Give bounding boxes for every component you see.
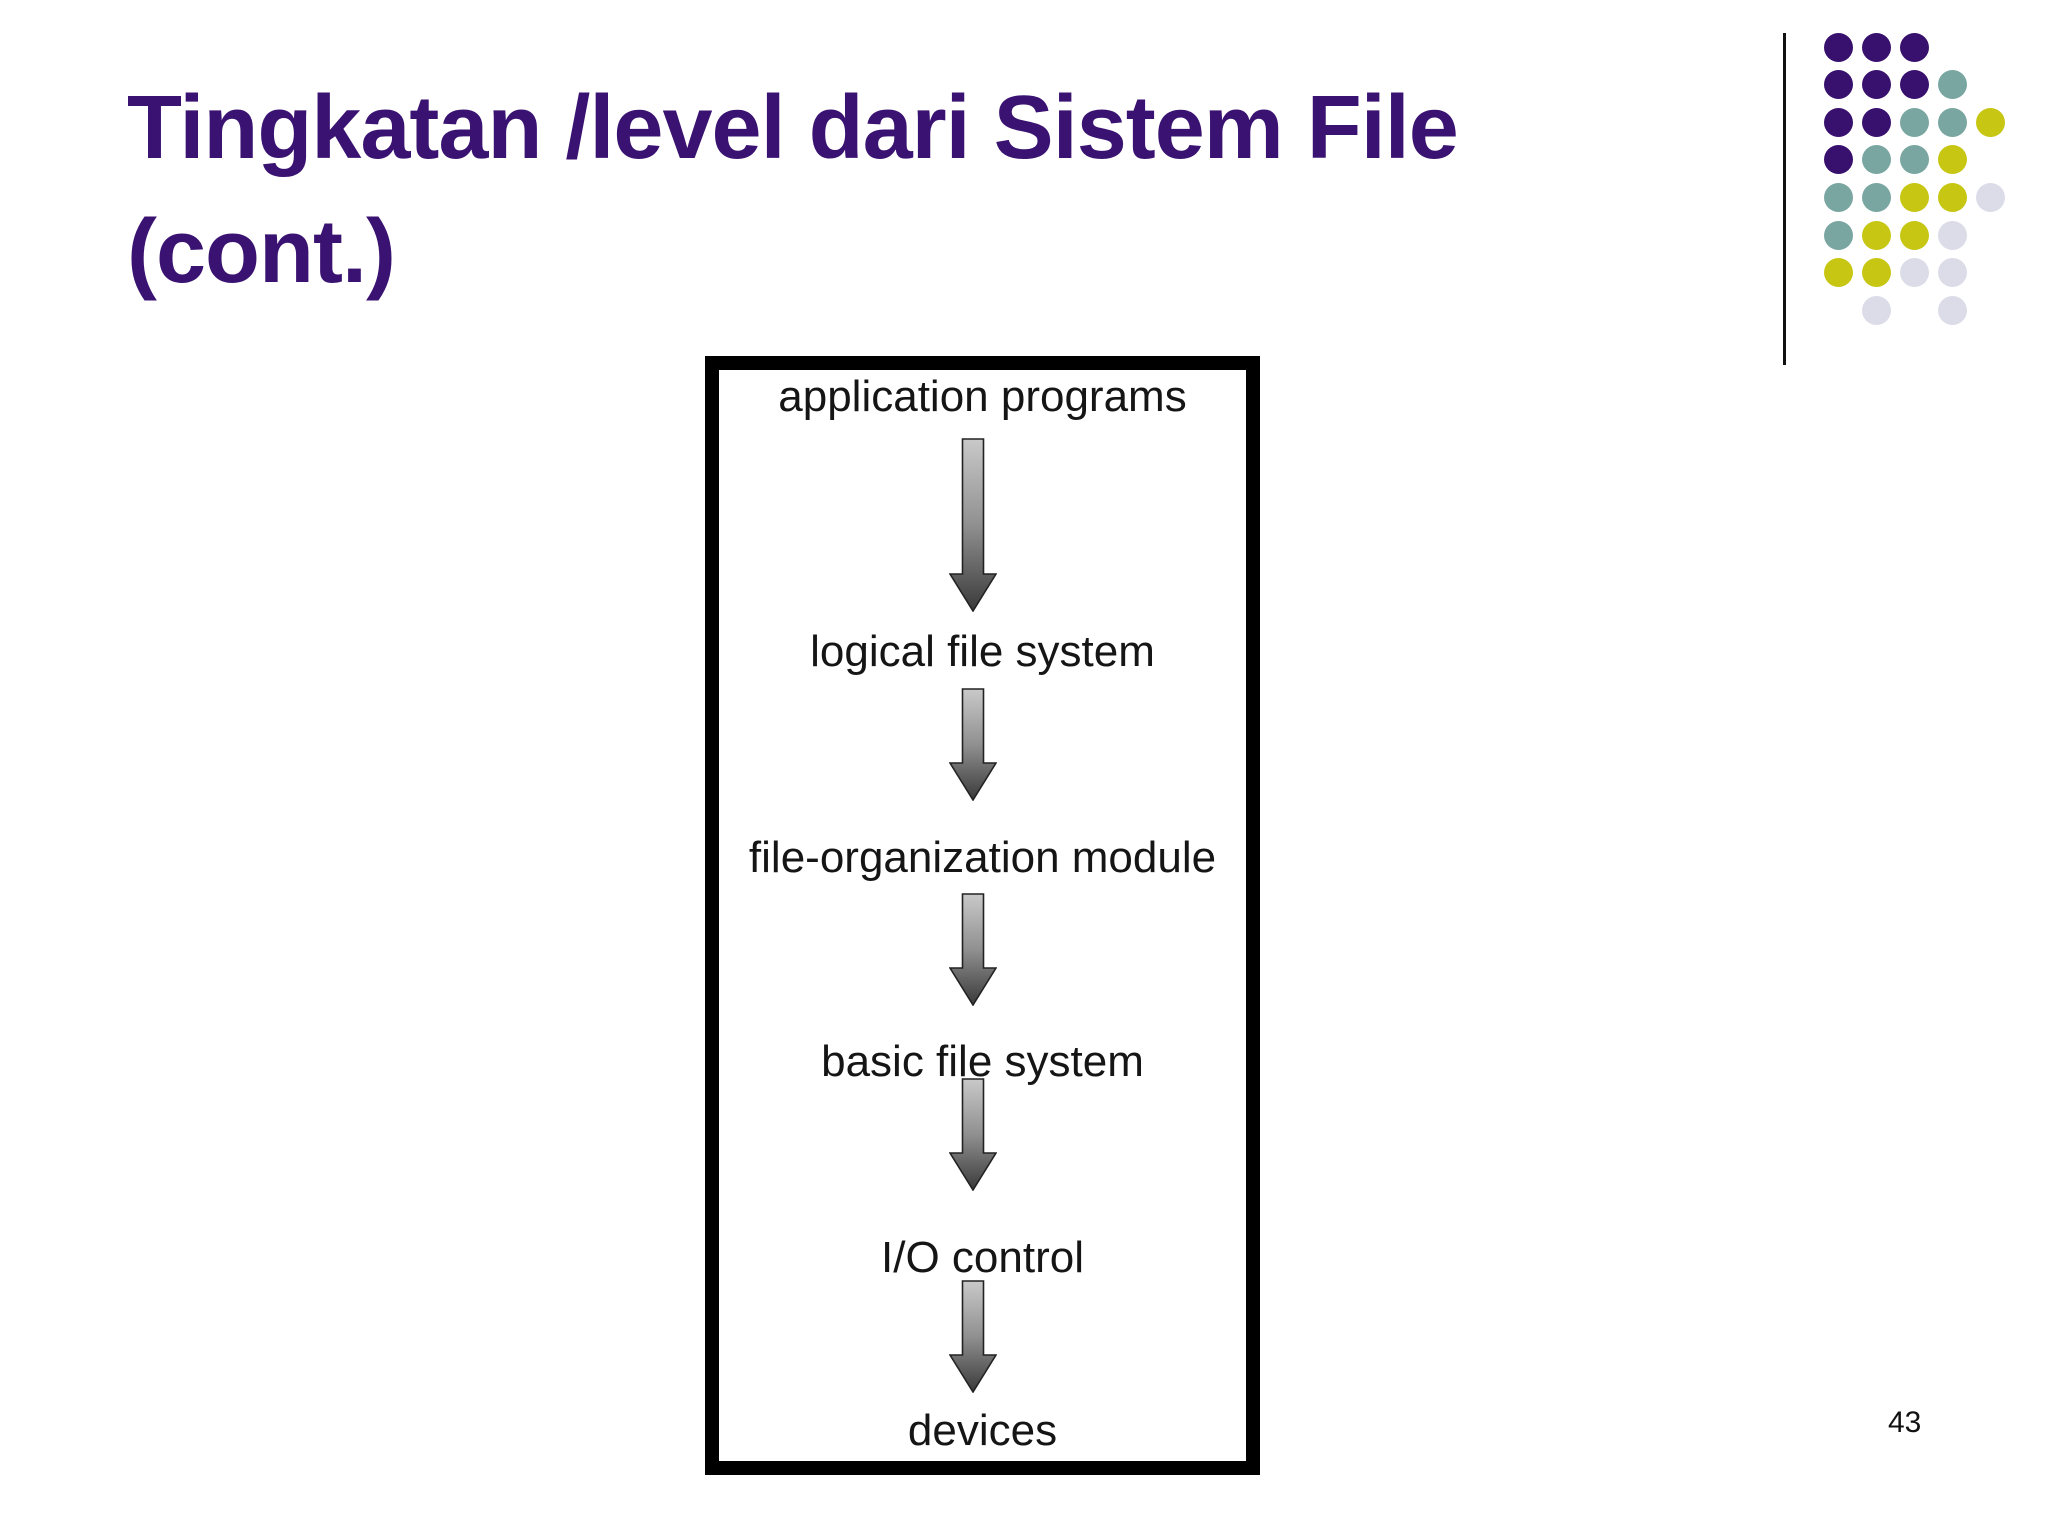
diagram-level-label: basic file system <box>821 1037 1144 1086</box>
decoration-dot <box>1899 107 1929 137</box>
diagram-level-label: application programs <box>778 372 1187 421</box>
diagram-level-label: devices <box>907 1406 1058 1455</box>
decoration-dot <box>1937 70 1967 100</box>
decoration-dot <box>1823 107 1853 137</box>
decoration-dot <box>1823 145 1853 175</box>
decoration-dot <box>1899 70 1929 100</box>
down-arrow-icon <box>949 1078 997 1191</box>
decoration-dot <box>1937 295 1967 325</box>
filesystem-layers-diagram: application programs logical file system f… <box>705 356 1260 1475</box>
decoration-dot <box>1823 70 1853 100</box>
decoration-dot <box>1937 182 1967 212</box>
decoration-dot <box>1861 70 1891 100</box>
down-arrow-icon <box>949 893 997 1006</box>
decoration-dot <box>1861 182 1891 212</box>
decoration-dot <box>1937 107 1967 137</box>
decoration-dot <box>1937 258 1967 288</box>
decoration-dot <box>1899 182 1929 212</box>
slide-title-line2: (cont.) <box>127 202 396 302</box>
decoration-dot <box>1861 220 1891 250</box>
decoration-dot <box>1823 32 1853 62</box>
decoration-dot <box>1861 258 1891 288</box>
decoration-dot <box>1823 220 1853 250</box>
down-arrow-icon <box>949 688 997 801</box>
decoration-dot <box>1975 182 2005 212</box>
diagram-level-label: I/O control <box>881 1233 1084 1282</box>
decoration-dot <box>1861 32 1891 62</box>
decoration-dot <box>1899 32 1929 62</box>
down-arrow-icon <box>949 1280 997 1393</box>
decoration-dot <box>1937 220 1967 250</box>
decoration-dot <box>1899 220 1929 250</box>
diagram-level-label: file-organization module <box>748 833 1217 882</box>
decoration-dot <box>1899 258 1929 288</box>
down-arrow-icon <box>949 438 997 612</box>
diagram-level-label: logical file system <box>810 627 1155 676</box>
decoration-dot <box>1861 145 1891 175</box>
page-number: 43 <box>1888 1406 1922 1439</box>
decoration-dot <box>1861 295 1891 325</box>
decoration-dot <box>1823 182 1853 212</box>
decoration-dot <box>1899 145 1929 175</box>
decoration-dot <box>1861 107 1891 137</box>
decoration-dot <box>1823 258 1853 288</box>
decoration-dot <box>1975 107 2005 137</box>
decoration-divider-line <box>1783 33 1786 365</box>
slide-title: Tingkatan /level dari Sistem File (cont.… <box>127 66 1687 314</box>
decoration-dot <box>1937 145 1967 175</box>
slide-title-line1: Tingkatan /level dari Sistem File <box>127 78 1459 178</box>
